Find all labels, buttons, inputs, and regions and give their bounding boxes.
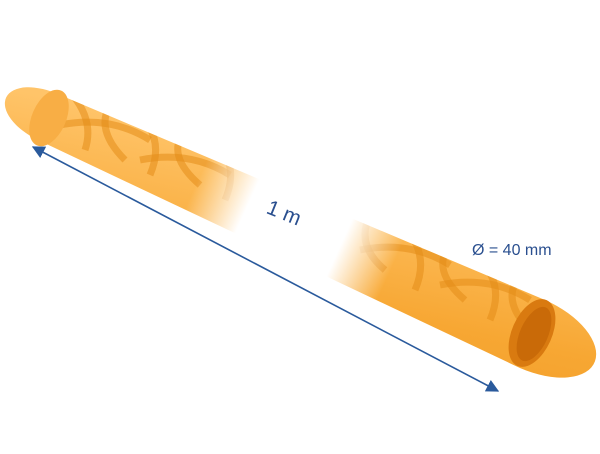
length-dimension-arrow (31, 146, 500, 392)
shrink-tube (4, 87, 597, 378)
tube-body (4, 87, 597, 378)
diameter-label: Ø = 40 mm (472, 242, 552, 259)
tube-opening-inner (516, 306, 552, 362)
tube-end-cap (29, 89, 69, 147)
